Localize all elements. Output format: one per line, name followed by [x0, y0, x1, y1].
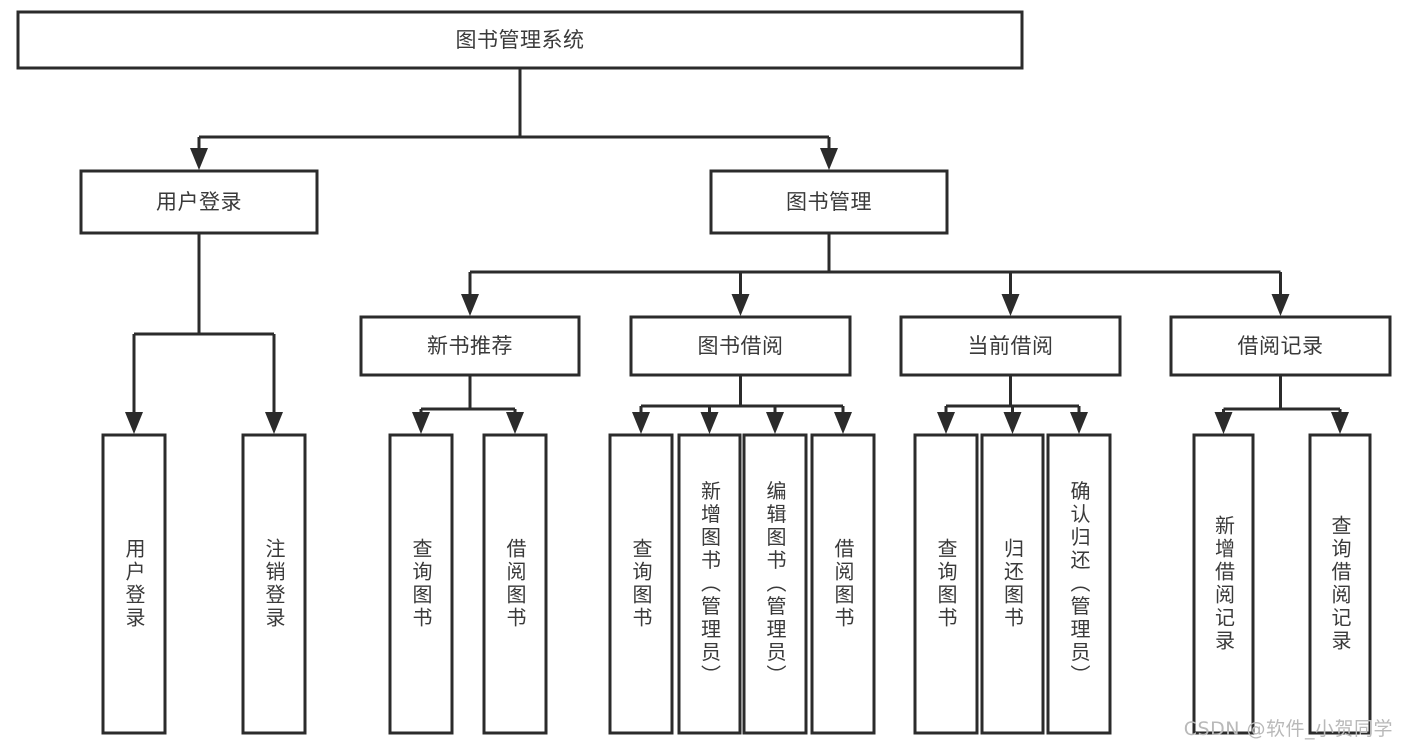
diagram-node-leaf-borrow-book-1[interactable]: 借阅图书: [482, 433, 548, 735]
diagram-node-leaf-query-book-1[interactable]: 查询图书: [388, 433, 454, 735]
diagram-node-leaf-return-book[interactable]: 归还图书: [980, 433, 1045, 735]
connector-layer: [125, 68, 1349, 434]
arrow-head-icon: [506, 412, 524, 434]
diagram-node-root[interactable]: 图书管理系统: [16, 10, 1024, 70]
arrow-head-icon: [190, 148, 208, 170]
diagram-node-new-book-recommend[interactable]: 新书推荐: [359, 315, 581, 377]
node-label: 借阅图书: [503, 538, 527, 630]
diagram-node-leaf-user-login[interactable]: 用户登录: [101, 433, 167, 735]
diagram-node-leaf-add-book-admin[interactable]: 新增图书（管理员）: [677, 433, 742, 735]
node-box[interactable]: [101, 433, 167, 735]
node-box[interactable]: [482, 433, 548, 735]
node-label: 用户登录: [122, 538, 146, 630]
node-box[interactable]: [742, 433, 808, 735]
arrow-head-icon: [1214, 412, 1233, 434]
diagram-node-user-login[interactable]: 用户登录: [79, 169, 319, 235]
arrow-head-icon: [1271, 294, 1290, 316]
node-label: 新书推荐: [427, 334, 513, 358]
arrow-head-icon: [461, 294, 479, 316]
arrow-head-icon: [820, 148, 838, 170]
node-box[interactable]: [899, 315, 1122, 377]
node-label: 新增图书（管理员）: [698, 480, 722, 687]
node-box[interactable]: [1192, 433, 1255, 735]
node-label: 查询图书: [409, 538, 433, 630]
node-box[interactable]: [241, 433, 307, 735]
node-label: 图书管理: [786, 190, 872, 214]
node-label: 图书管理系统: [456, 28, 585, 52]
arrow-head-icon: [937, 412, 955, 434]
arrow-head-icon: [731, 294, 750, 316]
diagram-node-leaf-borrow-book-2[interactable]: 借阅图书: [810, 433, 876, 735]
diagram-node-book-manage[interactable]: 图书管理: [709, 169, 949, 235]
diagram-node-leaf-edit-book-admin[interactable]: 编辑图书（管理员）: [742, 433, 808, 735]
arrow-head-icon: [265, 412, 283, 434]
diagram-node-leaf-query-book-2[interactable]: 查询图书: [608, 433, 674, 735]
node-label: 注销登录: [262, 538, 286, 630]
node-label: 借阅图书: [831, 538, 855, 630]
node-label: 借阅记录: [1238, 334, 1324, 358]
node-box[interactable]: [629, 315, 852, 377]
node-label: 新增借阅记录: [1212, 515, 1236, 653]
arrow-head-icon: [766, 412, 784, 434]
node-box[interactable]: [1046, 433, 1112, 735]
node-box[interactable]: [677, 433, 742, 735]
node-box[interactable]: [79, 169, 319, 235]
diagram-node-leaf-query-borrow-record[interactable]: 查询借阅记录: [1308, 433, 1372, 735]
node-box[interactable]: [1308, 433, 1372, 735]
node-label: 查询借阅记录: [1328, 515, 1352, 653]
node-label: 编辑图书（管理员）: [763, 480, 787, 687]
node-label: 图书借阅: [698, 334, 784, 358]
csdn-watermark: CSDN @软件_小贺同学: [1183, 718, 1393, 740]
node-label: 用户登录: [156, 190, 242, 214]
node-box[interactable]: [980, 433, 1045, 735]
diagram-node-leaf-add-borrow-record[interactable]: 新增借阅记录: [1192, 433, 1255, 735]
diagram-node-leaf-logout[interactable]: 注销登录: [241, 433, 307, 735]
node-box[interactable]: [913, 433, 979, 735]
node-box[interactable]: [608, 433, 674, 735]
node-box[interactable]: [1169, 315, 1392, 377]
diagram-node-borrow-record[interactable]: 借阅记录: [1169, 315, 1392, 377]
arrow-head-icon: [125, 412, 143, 434]
arrow-head-icon: [1070, 412, 1088, 434]
node-box[interactable]: [16, 10, 1024, 70]
diagram-node-book-borrow[interactable]: 图书借阅: [629, 315, 852, 377]
diagram-node-leaf-confirm-return-admin[interactable]: 确认归还（管理员）: [1046, 433, 1112, 735]
node-box[interactable]: [810, 433, 876, 735]
arrow-head-icon: [412, 412, 430, 434]
node-label: 确认归还（管理员）: [1067, 480, 1091, 687]
node-layer: 图书管理系统用户登录图书管理新书推荐图书借阅当前借阅借阅记录用户登录注销登录查询…: [16, 10, 1392, 735]
node-label: 归还图书: [1001, 538, 1025, 630]
node-box[interactable]: [388, 433, 454, 735]
node-box[interactable]: [359, 315, 581, 377]
node-label: 查询图书: [934, 538, 958, 630]
node-box[interactable]: [709, 169, 949, 235]
diagram-node-current-borrow[interactable]: 当前借阅: [899, 315, 1122, 377]
arrow-head-icon: [632, 412, 650, 434]
arrow-head-icon: [1001, 294, 1020, 316]
node-label: 查询图书: [629, 538, 653, 630]
arrow-head-icon: [700, 412, 719, 434]
diagram-node-leaf-query-book-3[interactable]: 查询图书: [913, 433, 979, 735]
node-label: 当前借阅: [968, 334, 1054, 358]
arrow-head-icon: [1003, 412, 1022, 434]
arrow-head-icon: [1331, 412, 1349, 434]
arrow-head-icon: [834, 412, 852, 434]
